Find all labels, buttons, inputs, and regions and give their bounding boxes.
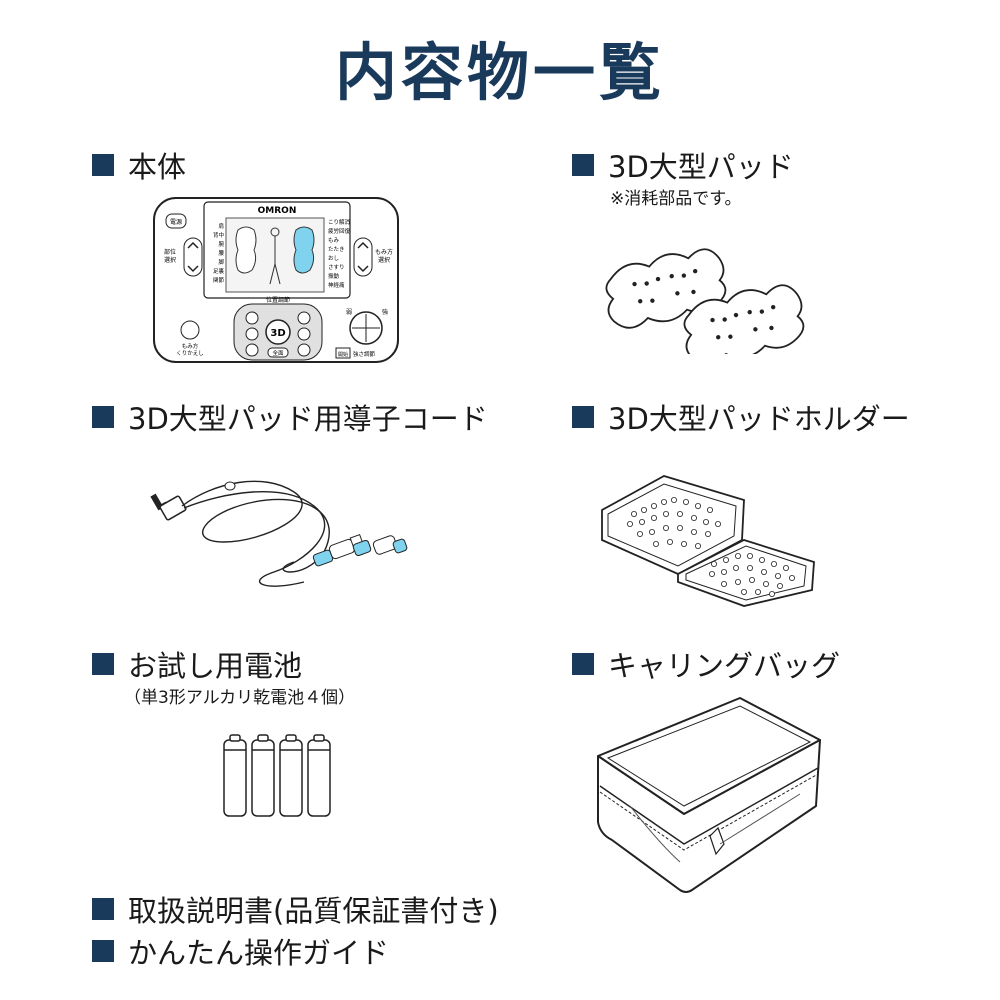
svg-text:くりかえし: くりかえし	[176, 350, 204, 357]
bullet-square	[572, 653, 594, 675]
carrying-bag-illustration	[590, 694, 826, 898]
power-button-label: 電源	[170, 218, 182, 226]
note-batteries: （単3形アルカリ乾電池４個）	[124, 688, 356, 708]
bullet-square	[92, 406, 114, 428]
heading-pad-cord: 3D大型パッド用導子コード	[92, 396, 488, 438]
heading-manual: 取扱説明書(品質保証書付き)	[92, 888, 499, 930]
heading-carrying-bag: キャリングバッグ	[572, 643, 840, 685]
bullet-square	[92, 898, 114, 920]
svg-text:選択: 選択	[378, 256, 390, 264]
note-consumable: ※消耗部品です。	[610, 189, 742, 209]
heading-label: お試し用電池	[128, 649, 303, 683]
svg-text:腰: 腰	[218, 250, 224, 257]
3d-button-label: 3D	[270, 328, 285, 339]
svg-text:足裏: 足裏	[213, 267, 225, 275]
bullet-square	[92, 154, 114, 176]
svg-text:さすり: さすり	[328, 264, 345, 271]
heading-label: 3D大型パッドホルダー	[608, 402, 910, 436]
heading-label: 3D大型パッド用導子コード	[128, 402, 488, 436]
svg-text:選択: 選択	[164, 256, 176, 264]
main-unit-illustration: OMRON 肩 背中 腕 腰 脚 足裏 関節 こり解消 疲労回復 もみ たたき …	[152, 196, 402, 366]
brand-logo: OMRON	[258, 206, 297, 216]
bullet-square	[572, 406, 594, 428]
svg-text:背中: 背中	[213, 231, 224, 239]
part-select-label: 部位	[164, 248, 176, 256]
pad-holder-illustration	[594, 470, 824, 610]
heading-3d-pad: 3D大型パッド	[572, 144, 794, 186]
heading-label: 取扱説明書(品質保証書付き)	[128, 894, 499, 928]
position-adjust-label: 位置調節	[266, 296, 290, 304]
svg-text:もみ: もみ	[328, 237, 340, 244]
start-label: 開始	[338, 351, 348, 358]
heading-label: かんたん操作ガイド	[128, 936, 390, 970]
bullet-square	[92, 653, 114, 675]
svg-text:腕: 腕	[218, 240, 224, 248]
3d-pad-illustration	[604, 238, 814, 354]
svg-text:おし: おし	[328, 255, 339, 262]
heading-label: 3D大型パッド	[608, 150, 794, 184]
heading-pad-holder: 3D大型パッドホルダー	[572, 396, 910, 438]
heading-label: キャリングバッグ	[608, 649, 841, 683]
svg-text:強: 強	[382, 308, 388, 316]
bullet-square	[572, 154, 594, 176]
svg-text:たたき: たたき	[328, 246, 345, 253]
connector-right	[352, 535, 408, 557]
heading-batteries: お試し用電池	[92, 643, 302, 685]
all-button-label: 全面	[272, 349, 284, 357]
strength-label: 強さ調節	[353, 350, 376, 358]
svg-text:こり解消: こり解消	[328, 218, 351, 226]
mode-select-label: もみ方	[375, 248, 393, 256]
svg-text:脚: 脚	[218, 258, 224, 266]
pad-cord-illustration	[144, 472, 424, 602]
svg-text:振動: 振動	[328, 272, 340, 280]
heading-label: 本体	[128, 150, 187, 184]
svg-text:弱: 弱	[346, 309, 352, 316]
svg-text:肩: 肩	[218, 222, 224, 230]
bullet-square	[92, 940, 114, 962]
batteries-illustration	[220, 734, 336, 818]
heading-quick-guide: かんたん操作ガイド	[92, 930, 389, 972]
svg-text:関節: 関節	[213, 276, 225, 284]
heading-main-unit: 本体	[92, 144, 186, 186]
blue-pad-icon	[293, 226, 315, 274]
page-title: 内容物一覧	[334, 36, 665, 109]
svg-text:神経痛: 神経痛	[328, 281, 345, 289]
repeat-label: もみ方	[182, 342, 199, 350]
svg-text:疲労回復: 疲労回復	[328, 227, 351, 235]
